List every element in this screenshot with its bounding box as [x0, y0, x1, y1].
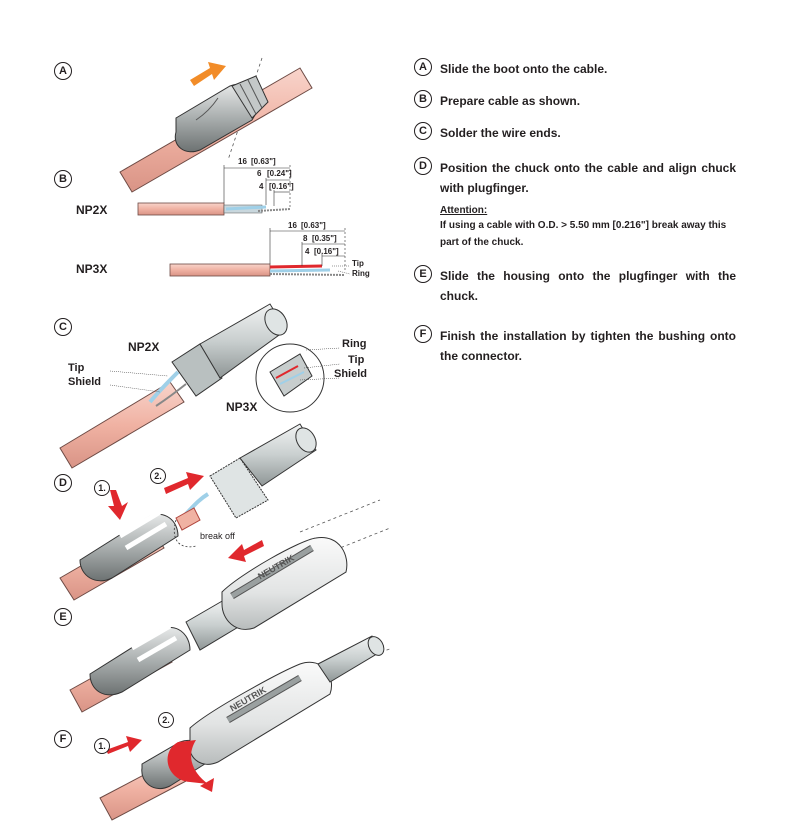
dim-np3x-4: 4 — [305, 247, 310, 256]
label-a: A — [54, 62, 72, 80]
figure-c — [59, 303, 341, 469]
step-c-text: Solder the wire ends. — [440, 126, 561, 140]
shield-label-c: Shield — [68, 376, 102, 388]
step-b-marker: B — [414, 90, 432, 108]
dim-np2x-4in: [0.16"] — [269, 182, 294, 191]
attention-text: If using a cable with O.D. > 5.50 mm [0.… — [440, 220, 727, 248]
label-e: E — [54, 608, 72, 626]
attention-title: Attention: — [440, 205, 488, 216]
tip-label-c-right: Tip — [348, 354, 365, 366]
dim-np2x-4: 4 — [259, 182, 264, 191]
label-d: D — [54, 474, 72, 492]
housing — [221, 537, 348, 630]
step-1-marker-d: 1. — [94, 480, 110, 496]
tip-label-c: Tip — [68, 362, 85, 374]
dim-np2x-6in: [0.24"] — [267, 169, 292, 178]
step-2-marker-f: 2. — [158, 712, 174, 728]
label-b: B — [54, 170, 72, 188]
dim-np3x-8in: [0.35"] — [312, 234, 337, 243]
dim-np3x-8: 8 — [303, 234, 308, 243]
break-off-label: break off — [200, 531, 235, 541]
arrow-down-icon — [108, 490, 128, 520]
step-e-text: Slide the housing onto the plugfinger wi… — [440, 269, 736, 303]
np3x-label: NP3X — [76, 262, 108, 276]
label-c: C — [54, 318, 72, 336]
dim-np2x-16: 16 — [238, 157, 247, 166]
figure-e — [69, 527, 391, 713]
tip-label-b: Tip — [352, 259, 364, 268]
shield-label-c-right: Shield — [334, 368, 368, 380]
step-d-text: Position the chuck onto the cable and al… — [440, 161, 736, 195]
np2x-label: NP2X — [76, 203, 108, 217]
arrow-left-icon — [190, 62, 226, 86]
step-d-marker: D — [414, 157, 432, 175]
np2x-label-c: NP2X — [128, 340, 160, 354]
label-f: F — [54, 730, 72, 748]
arrow-right-icon — [106, 736, 142, 754]
dim-np2x-16in: [0.63"] — [251, 157, 276, 166]
dim-np3x-4in: [0.16"] — [314, 247, 339, 256]
dim-np3x-16in: [0.63"] — [301, 221, 326, 230]
np3x-label-c: NP3X — [226, 400, 258, 414]
dim-np2x-6: 6 — [257, 169, 262, 178]
step-2-marker-d: 2. — [150, 468, 166, 484]
step-a-text: Slide the boot onto the cable. — [440, 62, 608, 76]
arrow-left-icon — [228, 540, 264, 562]
figure-f — [99, 635, 393, 821]
figure-b — [137, 165, 351, 277]
dim-np3x-16: 16 — [288, 221, 297, 230]
arrow-right-icon — [164, 472, 204, 494]
step-a-marker: A — [414, 58, 432, 76]
figure-d — [59, 423, 381, 601]
step-f-text: Finish the installation by tighten the b… — [440, 329, 736, 363]
figure-a — [119, 57, 313, 193]
step-b-text: Prepare cable as shown. — [440, 94, 581, 108]
step-c-marker: C — [414, 122, 432, 140]
step-1-marker-f: 1. — [94, 738, 110, 754]
ring-label-c: Ring — [342, 338, 367, 350]
step-f-marker: F — [414, 325, 432, 343]
step-e-marker: E — [414, 265, 432, 283]
ring-label-b: Ring — [352, 269, 370, 278]
rotate-arrow-icon — [167, 740, 208, 784]
